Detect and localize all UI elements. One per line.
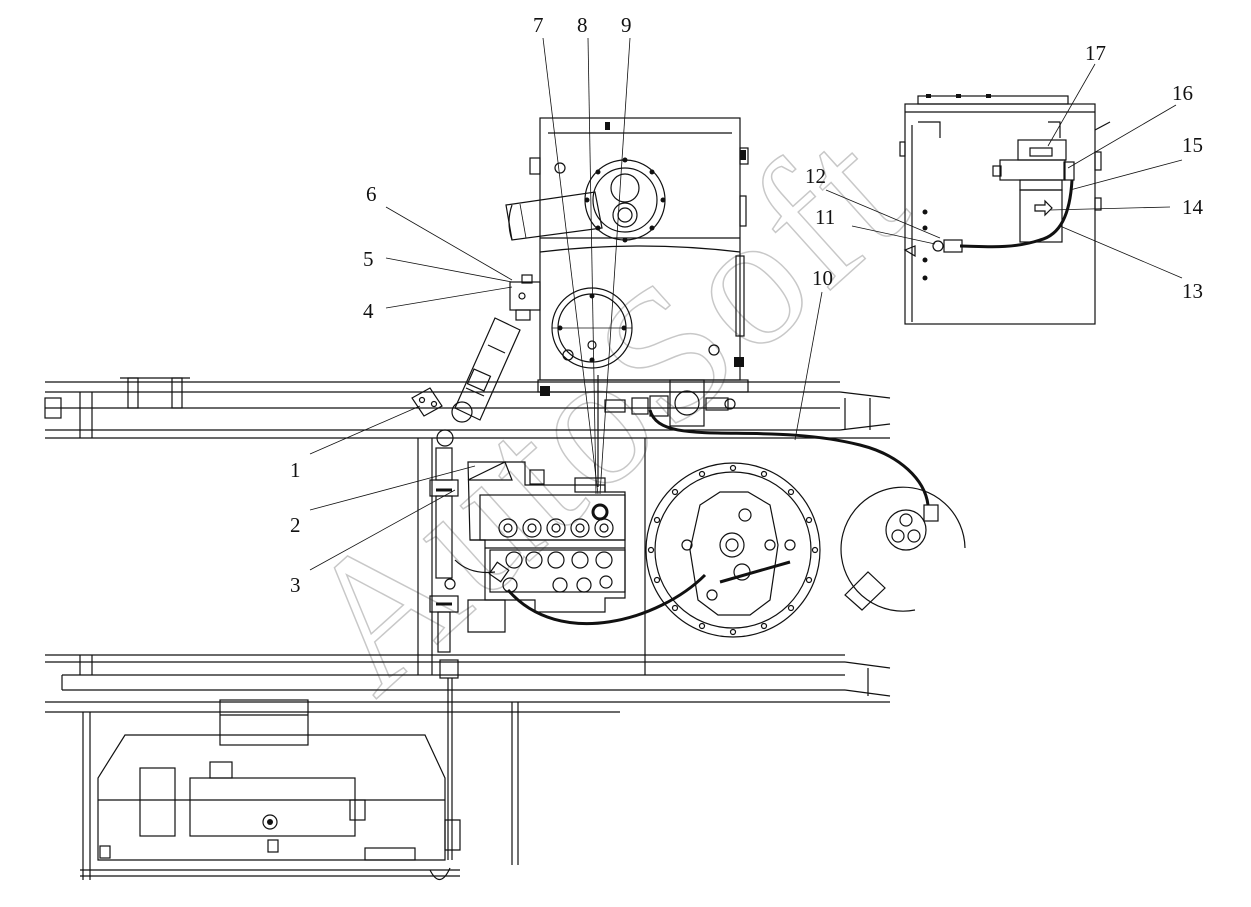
callout-3: 3 (290, 573, 301, 597)
travel-motor-gear-ring (645, 462, 821, 638)
hose-lines (506, 375, 930, 625)
fuel-tank (80, 699, 460, 877)
callout-16: 16 (1172, 81, 1193, 105)
gearbox-housing (505, 117, 749, 396)
hydraulic-cylinder (411, 317, 521, 447)
hose-fitting-assembly (604, 379, 736, 427)
callout-6: 6 (366, 182, 377, 206)
callout-17: 17 (1085, 41, 1106, 65)
callout-4: 4 (363, 299, 374, 323)
callout-11: 11 (815, 205, 835, 229)
callout-5: 5 (363, 247, 374, 271)
callout-15: 15 (1182, 133, 1203, 157)
swivel-joint (840, 486, 966, 612)
callout-1: 1 (290, 458, 301, 482)
callout-2: 2 (290, 513, 301, 537)
hydraulic-tank (899, 94, 1111, 325)
control-valve-bank (454, 461, 626, 633)
chassis-frame (44, 377, 891, 880)
valve-bracket (509, 274, 541, 321)
return-filter (932, 139, 1075, 253)
left-actuator-column (429, 447, 461, 881)
watermark: AutoSoft (262, 87, 946, 732)
callout-8: 8 (577, 13, 588, 37)
callout-12: 12 (805, 164, 826, 188)
watermark-text: AutoSoft (263, 88, 945, 732)
callout-14: 14 (1182, 195, 1204, 219)
callout-9: 9 (621, 13, 632, 37)
callout-7: 7 (533, 13, 544, 37)
leader-lines (309, 37, 1183, 571)
callout-labels: 1 2 3 4 5 6 7 8 9 10 11 12 13 14 15 16 1… (290, 13, 1204, 597)
callout-13: 13 (1182, 279, 1203, 303)
callout-10: 10 (812, 266, 833, 290)
